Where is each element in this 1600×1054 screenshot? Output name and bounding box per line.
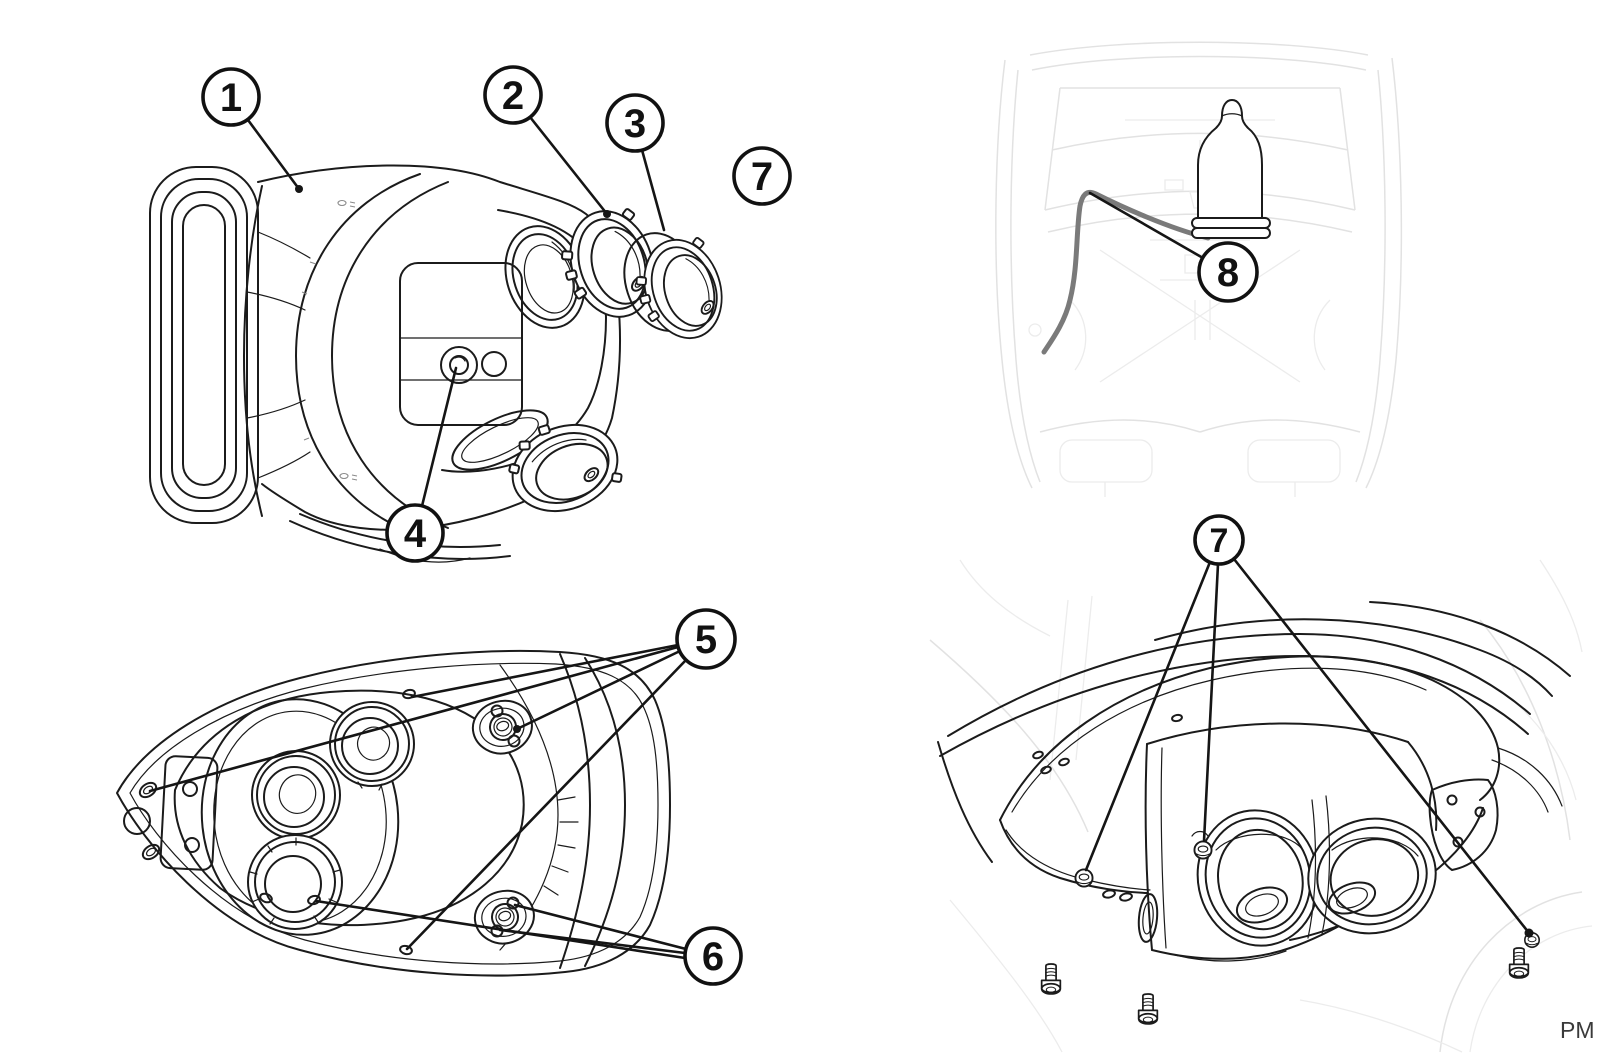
callouts: 1 2 3 7 4 8 5 6 [201, 65, 1259, 986]
mounting-lug-bottom [467, 882, 542, 953]
installed-bezel-right [1307, 817, 1437, 935]
screw-hole-bottom [399, 944, 413, 956]
callout-8: 8 [1197, 241, 1259, 303]
lens-barrel-upper-left [251, 750, 341, 845]
vehicle-outline-top-view [995, 41, 1403, 497]
lower-lens-opening [451, 409, 549, 471]
lens-barrel-lower [247, 834, 343, 930]
callout-6: 6 [683, 926, 743, 986]
svg-text:2: 2 [502, 74, 524, 118]
callout-1: 1 [201, 67, 261, 127]
mounting-bracket [149, 166, 259, 524]
antenna-cable [1041, 189, 1211, 355]
loose-screw-2 [1137, 993, 1159, 1025]
lens-cap-3 [623, 228, 735, 352]
callout-2: 2 [483, 65, 543, 125]
installed-screw-left [1074, 868, 1094, 888]
callout-5: 5 [675, 608, 737, 670]
lens-barrel-upper-right [329, 701, 415, 791]
svg-text:3: 3 [624, 102, 646, 146]
callout-4: 4 [385, 503, 445, 563]
vehicle-headliner-background [929, 559, 1593, 1053]
connector-socket [440, 346, 507, 384]
svg-text:4: 4 [404, 512, 427, 556]
svg-text:5: 5 [695, 618, 717, 662]
svg-text:1: 1 [220, 76, 242, 120]
svg-text:7: 7 [1210, 522, 1229, 560]
page-marker-text: PM [1560, 1017, 1595, 1043]
leader-lines [148, 115, 1534, 960]
installed-screw-middle [1193, 840, 1213, 860]
screw-hole-top [402, 688, 416, 700]
antenna-dome [1191, 99, 1271, 239]
callout-7-exploded: 7 [732, 146, 792, 206]
left-end-plate [123, 755, 219, 871]
svg-text:6: 6 [702, 935, 724, 979]
side-mounting-plate [1428, 747, 1563, 871]
sensor-housing-assembly [149, 164, 735, 563]
svg-text:7: 7 [751, 155, 773, 199]
callout-3: 3 [605, 93, 665, 153]
svg-text:8: 8 [1217, 251, 1239, 295]
pod-installed-view [937, 601, 1571, 1025]
loose-screw-1 [1040, 963, 1062, 995]
installed-pod [1137, 722, 1438, 962]
mounting-lug-top [465, 692, 540, 763]
antenna-assembly [1041, 99, 1271, 355]
pod-underside [116, 649, 671, 977]
callout-7-installed: 7 [1193, 514, 1245, 566]
molded-marks [301, 199, 358, 481]
